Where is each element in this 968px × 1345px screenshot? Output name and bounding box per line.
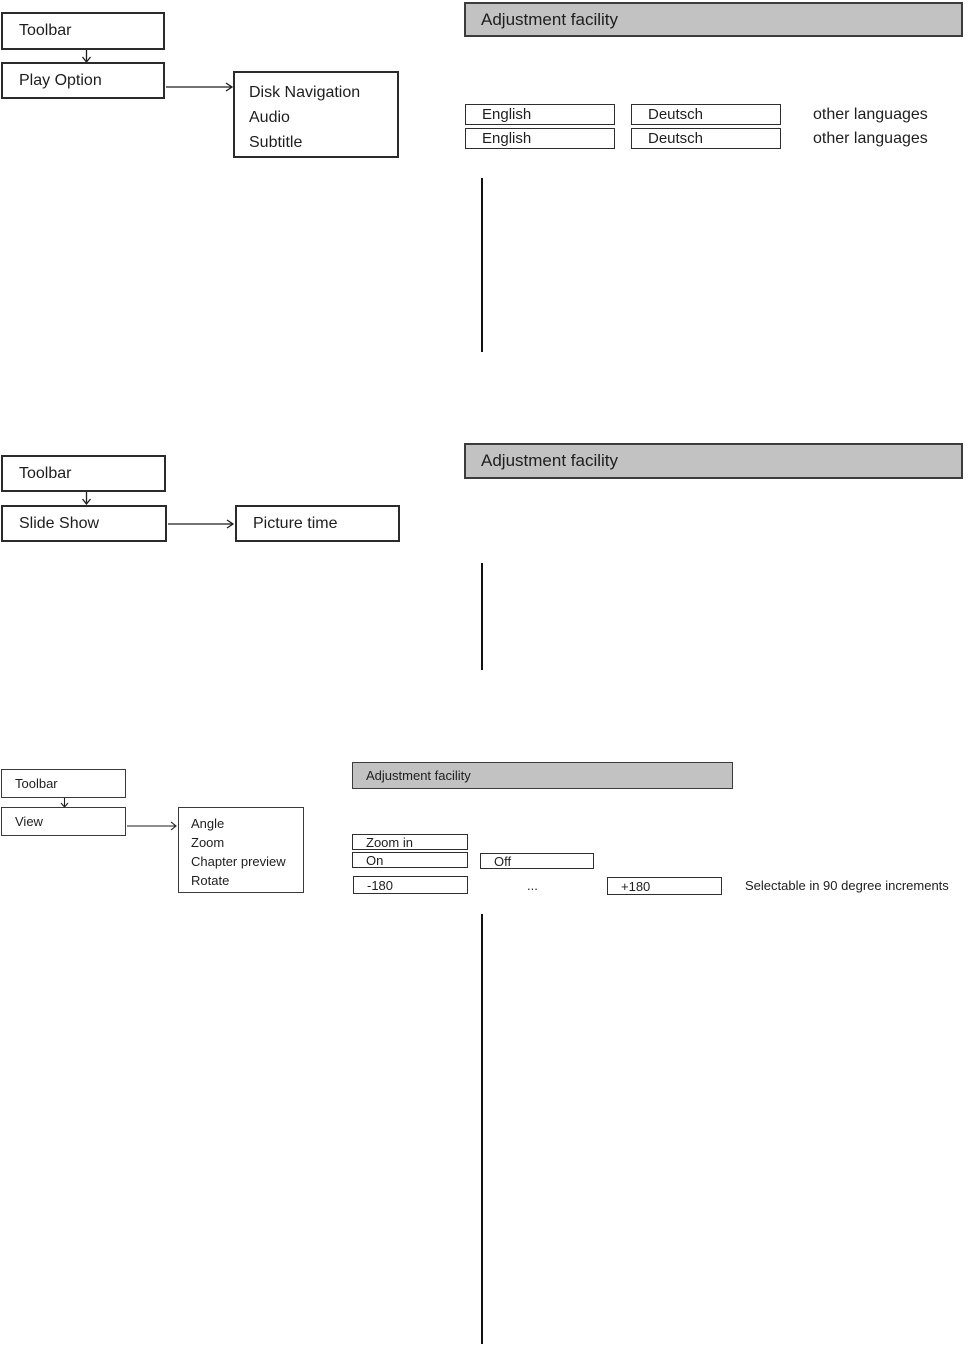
submenu-item-chapter-preview: Chapter preview [191,854,286,869]
option-on-box: On [352,852,468,868]
rotate-increment-note: Selectable in 90 degree increments [745,877,949,893]
toolbar-box-3: Toolbar [1,769,126,798]
slide-show-label: Slide Show [19,514,100,532]
off-label: Off [494,853,512,869]
option-rotate-min-box: -180 [353,876,468,894]
adjustment-facility-header-2: Adjustment facility [464,443,963,479]
play-option-label: Play Option [19,71,102,89]
toolbar-label: Toolbar [19,22,72,39]
toolbar-label: Toolbar [19,464,72,482]
arrow-down-icon [80,492,93,505]
zoom-in-label: Zoom in [366,834,413,850]
arrow-right-icon [127,820,178,832]
language-option-english-row2: English [465,128,615,149]
play-option-box: Play Option [1,62,165,99]
option-rotate-max-box: +180 [607,877,722,895]
picture-time-box: Picture time [235,505,400,542]
language-option-deutsch-row2: Deutsch [631,128,781,149]
toolbar-label: Toolbar [15,776,58,791]
deutsch-label: Deutsch [648,106,704,123]
on-label: On [366,852,384,868]
toolbar-box-2: Toolbar [1,455,166,492]
submenu-item-zoom: Zoom [191,835,225,850]
rotate-max-label: +180 [621,878,651,894]
language-option-deutsch-row1: Deutsch [631,104,781,125]
connector-line-1 [481,178,483,352]
adjustment-facility-label: Adjustment facility [481,9,618,29]
arrow-right-icon [166,81,234,93]
other-languages-note-row2: other languages [813,129,928,147]
connector-line-2 [481,563,483,670]
play-option-submenu-box: Disk Navigation Audio Subtitle [233,71,399,158]
deutsch-label: Deutsch [648,130,704,147]
rotate-ellipsis: ... [527,877,538,893]
toolbar-box-1: Toolbar [1,12,165,50]
picture-time-label: Picture time [253,514,338,532]
rotate-min-label: -180 [367,877,394,893]
option-zoom-in-box: Zoom in [352,834,468,850]
submenu-item-rotate: Rotate [191,873,230,888]
view-box: View [1,807,126,836]
adjustment-facility-header-1: Adjustment facility [464,2,963,37]
submenu-item-subtitle: Subtitle [249,134,303,151]
view-label: View [15,814,43,829]
slide-show-box: Slide Show [1,505,167,542]
submenu-item-angle: Angle [191,816,225,831]
adjustment-facility-label: Adjustment facility [481,451,618,470]
english-label: English [482,130,532,147]
adjustment-facility-header-3: Adjustment facility [352,762,733,789]
english-label: English [482,106,532,123]
arrow-right-icon [168,518,235,530]
language-option-english-row1: English [465,104,615,125]
submenu-item-disk-navigation: Disk Navigation [249,84,361,101]
adjustment-facility-label: Adjustment facility [366,768,471,783]
view-submenu-box: Angle Zoom Chapter preview Rotate [178,807,304,893]
option-off-box: Off [480,853,594,869]
other-languages-note-row1: other languages [813,105,928,123]
connector-line-3 [481,914,483,1344]
submenu-item-audio: Audio [249,109,290,126]
